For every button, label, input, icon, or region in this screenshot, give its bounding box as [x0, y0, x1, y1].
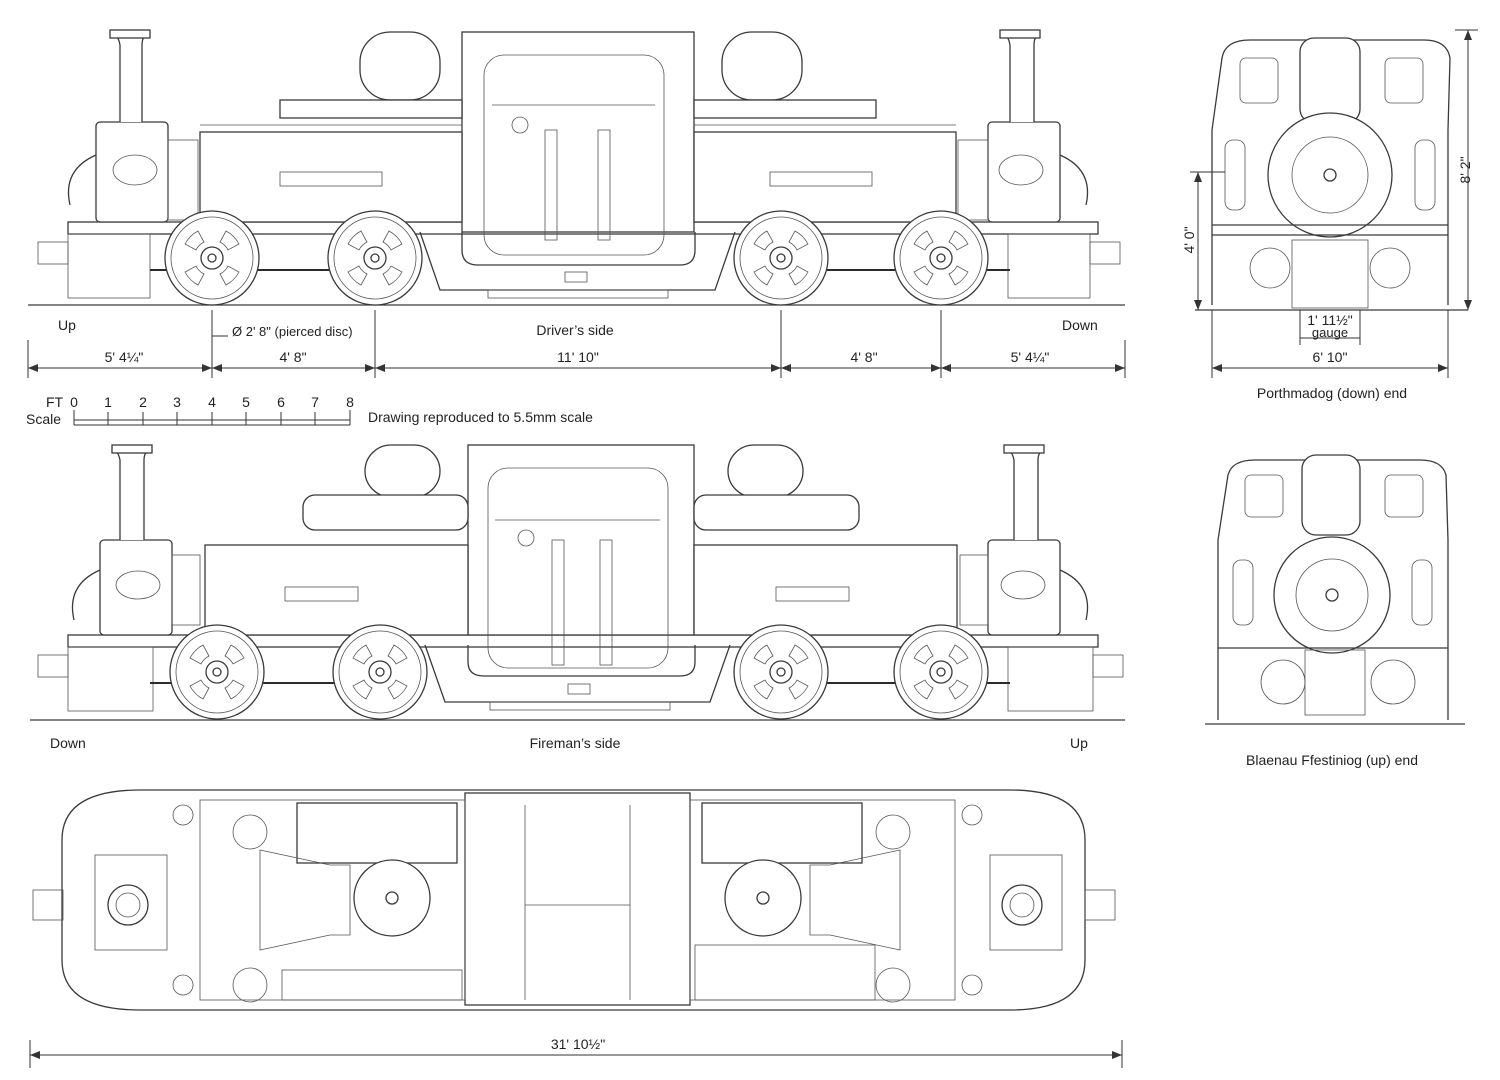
scale-tick-label: 1 [104, 394, 112, 410]
scale-tick-label: 7 [311, 394, 319, 410]
dim-bogie-centres: 11' 10" [557, 349, 599, 365]
driver-view-up-label: Up [58, 317, 76, 333]
overall-length: 31' 10½" [551, 1036, 605, 1052]
driver-side-elevation: Up Ø 2' 8" (pierced disc) Driver’s side … [27, 29, 1126, 378]
scale-tick-label: 8 [346, 394, 354, 410]
fireman-view-down-label: Down [50, 735, 86, 751]
down-end-caption: Porthmadog (down) end [1257, 385, 1407, 401]
fireman-view-up-label: Up [1070, 735, 1088, 751]
scale-tick-label: 3 [173, 394, 181, 410]
dim-bogie-wheelbase-right: 4' 8" [850, 349, 877, 365]
height-dimension: 8' 2" [1457, 156, 1473, 183]
driver-view-down-label: Down [1062, 317, 1098, 333]
scale-tick-label: 0 [70, 394, 78, 410]
scale-bar: FT Scale 0 1 2 3 4 5 6 7 8 Drawing repro… [26, 394, 593, 427]
dim-overhang-left: 5' 4¼" [105, 349, 144, 365]
scale-tick-label: 5 [242, 394, 250, 410]
scale-label: Scale [26, 411, 61, 427]
driver-side-caption: Driver’s side [536, 322, 613, 338]
scale-note: Drawing reproduced to 5.5mm scale [368, 409, 593, 425]
wheel-diameter-note: Ø 2' 8" (pierced disc) [232, 324, 353, 339]
fireman-side-caption: Fireman’s side [530, 735, 621, 751]
width-dimension: 6' 10" [1313, 349, 1348, 365]
gauge-label: gauge [1312, 325, 1348, 340]
buffer-height-dimension: 4' 0" [1181, 226, 1197, 253]
gauge-value: 1' 11½" [1307, 312, 1353, 328]
plan-view: 31' 10½" [29, 789, 1123, 1068]
dim-overhang-right: 5' 4¼" [1011, 349, 1050, 365]
fireman-side-elevation: Down Fireman’s side Up [30, 444, 1125, 751]
down-end-view: 8' 2" 4' 0" 1' 11½" gauge 6' 10" Porthma… [1181, 29, 1478, 401]
up-end-view: Blaenau Ffestiniog (up) end [1205, 454, 1465, 768]
up-end-caption: Blaenau Ffestiniog (up) end [1246, 752, 1418, 768]
scale-ft-label: FT [46, 394, 64, 410]
dim-bogie-wheelbase-left: 4' 8" [279, 349, 306, 365]
scale-tick-label: 2 [139, 394, 147, 410]
scale-tick-label: 6 [277, 394, 285, 410]
scale-tick-label: 4 [208, 394, 216, 410]
